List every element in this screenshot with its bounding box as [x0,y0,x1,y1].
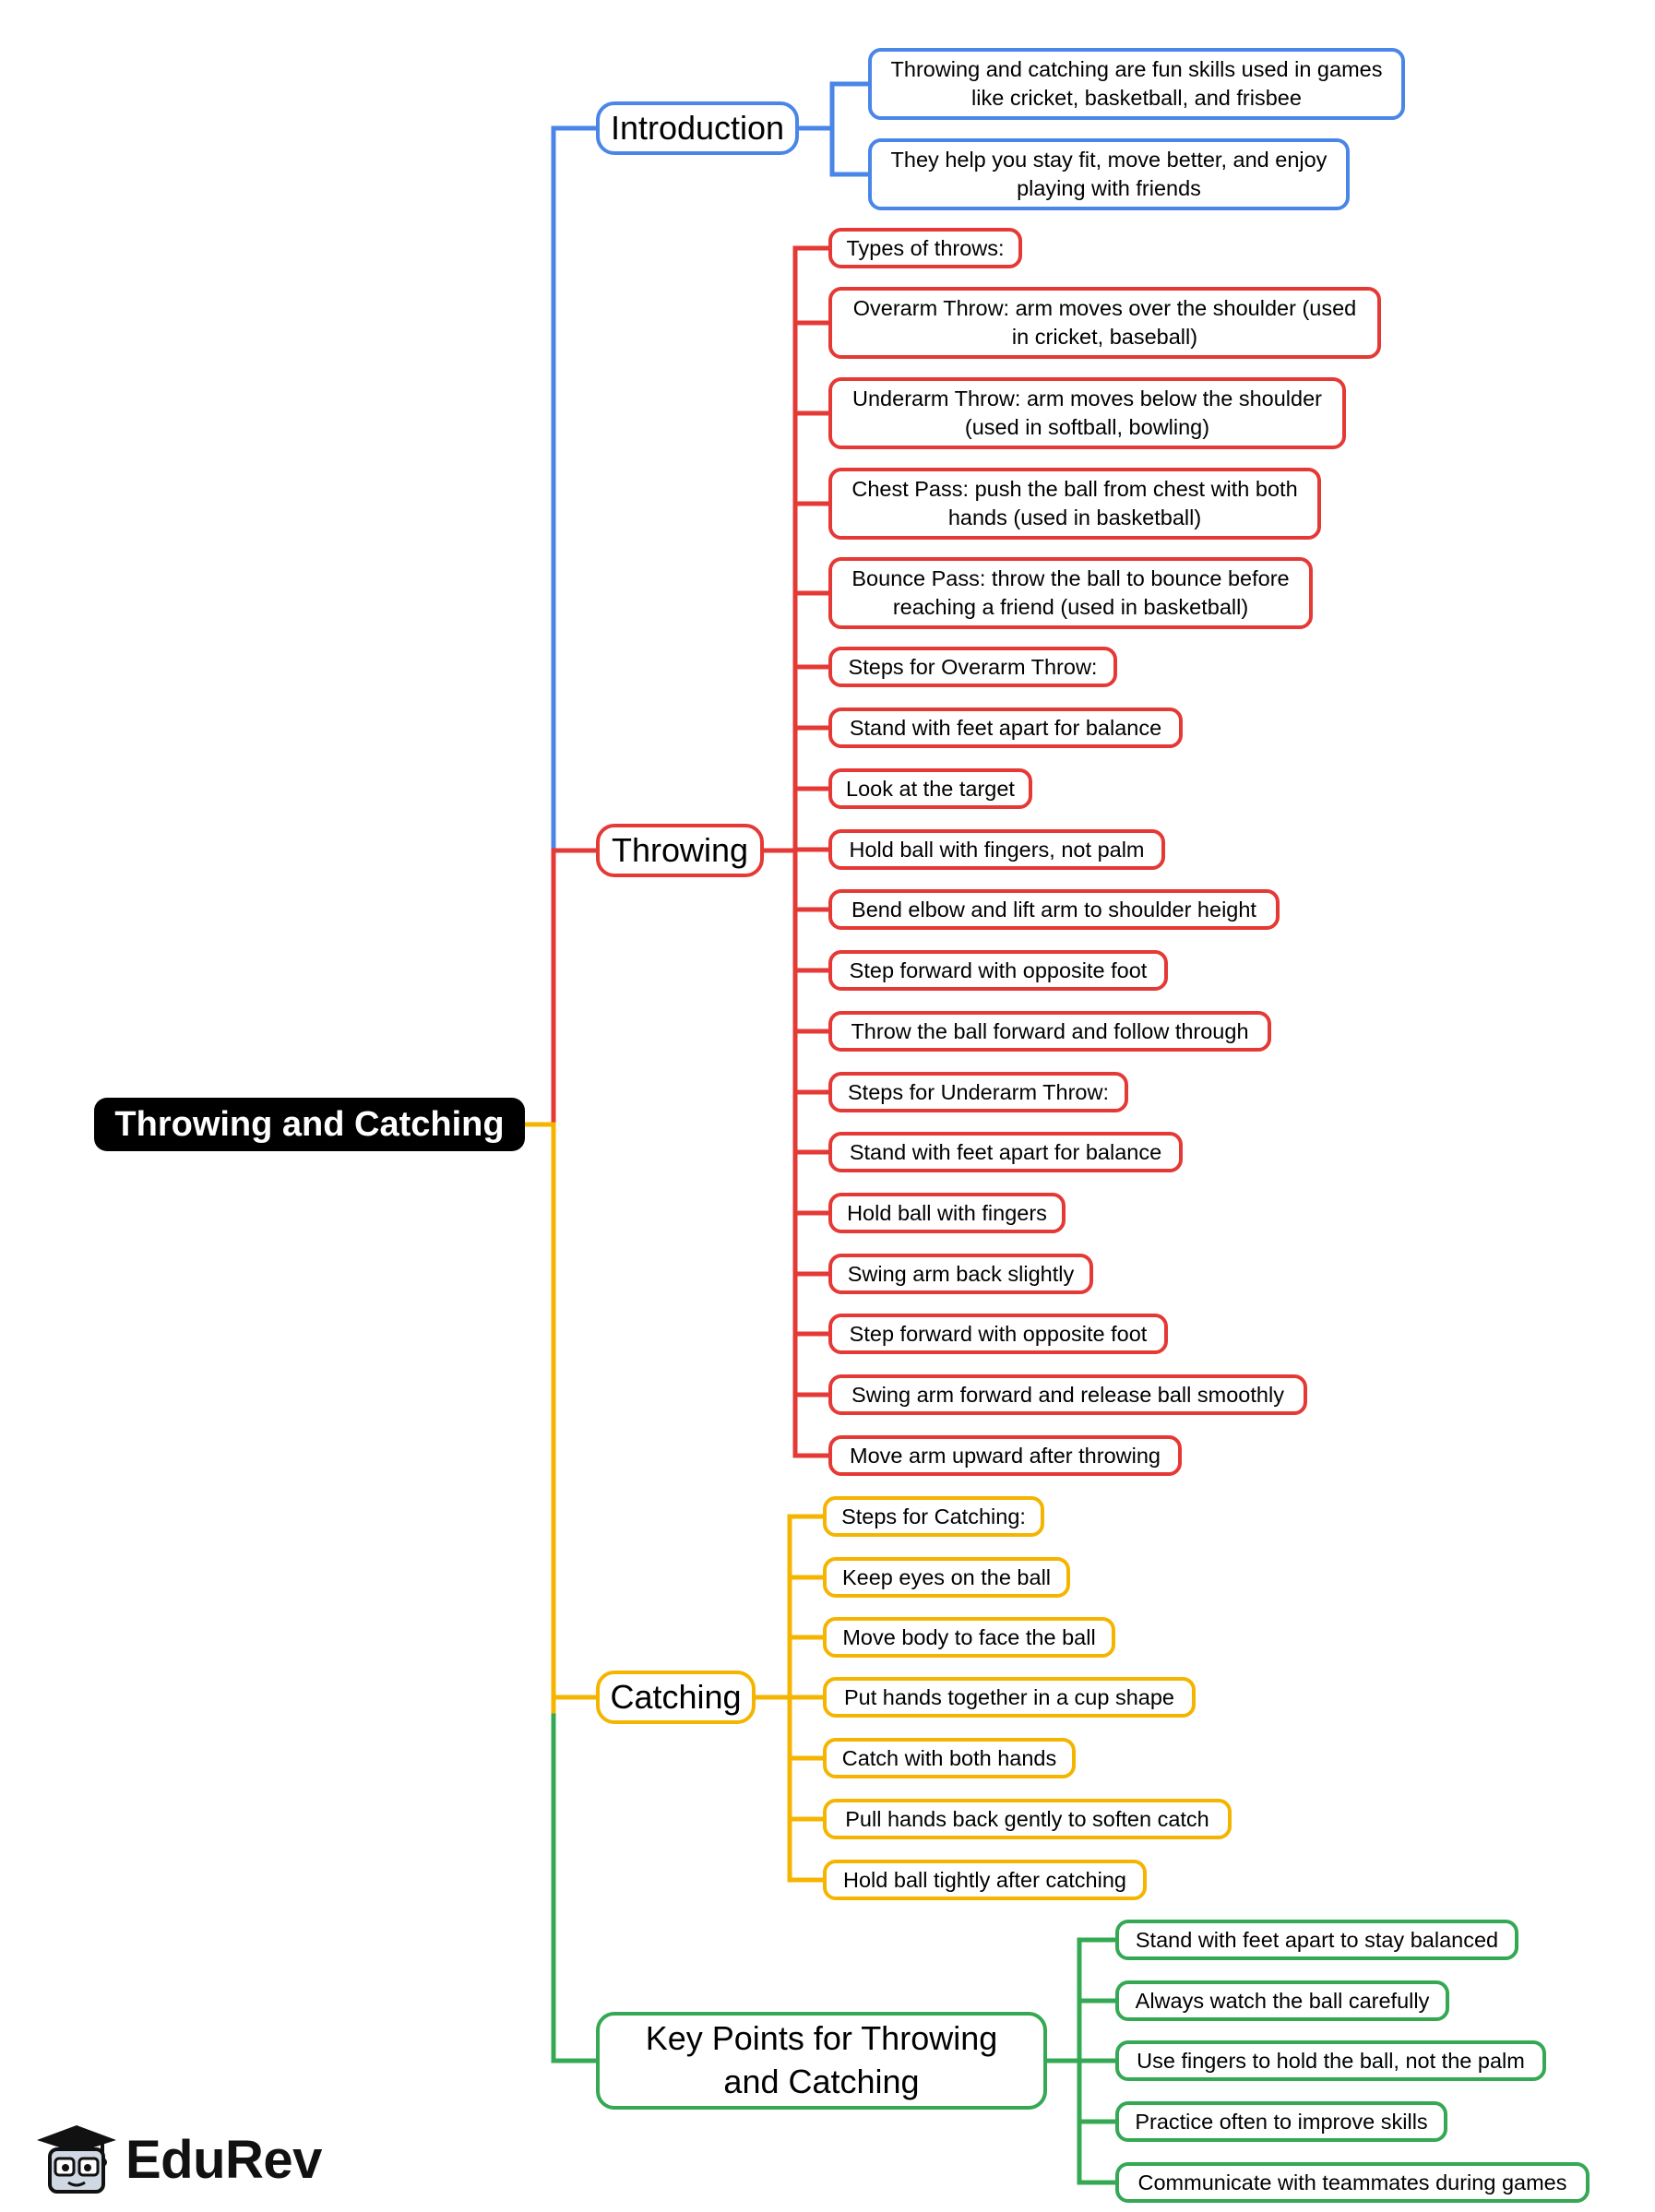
graduate-mascot-icon [37,2125,116,2194]
throwing-item: Steps for Underarm Throw: [828,1072,1128,1112]
throwing-item: Throw the ball forward and follow throug… [828,1011,1271,1052]
branch-throwing: Throwing [596,824,764,877]
throwing-item: Overarm Throw: arm moves over the should… [828,287,1381,359]
throwing-item: Hold ball with fingers, not palm [828,829,1165,870]
throwing-item: Bend elbow and lift arm to shoulder heig… [828,889,1280,930]
key-point-item: Stand with feet apart to stay balanced [1115,1920,1518,1960]
catching-item: Pull hands back gently to soften catch [823,1799,1232,1839]
branch-catching: Catching [596,1671,756,1724]
root-node: Throwing and Catching [94,1098,525,1151]
throwing-item: Stand with feet apart for balance [828,1132,1183,1172]
throwing-item: Bounce Pass: throw the ball to bounce be… [828,557,1313,629]
throwing-item: Chest Pass: push the ball from chest wit… [828,468,1321,540]
throwing-item: Underarm Throw: arm moves below the shou… [828,377,1346,449]
catching-item: Put hands together in a cup shape [823,1677,1196,1718]
throwing-item: Hold ball with fingers [828,1193,1066,1233]
intro-item: Throwing and catching are fun skills use… [868,48,1405,120]
logo-text: EduRev [125,2130,322,2190]
catching-item: Steps for Catching: [823,1496,1044,1537]
catching-item: Keep eyes on the ball [823,1557,1070,1598]
key-point-item: Use fingers to hold the ball, not the pa… [1115,2040,1546,2081]
edurev-logo: EduRev [35,2120,330,2195]
throwing-item: Types of throws: [828,228,1022,268]
throwing-item: Step forward with opposite foot [828,1314,1168,1354]
catching-item: Catch with both hands [823,1738,1076,1778]
throwing-item: Stand with feet apart for balance [828,708,1183,748]
catching-item: Hold ball tightly after catching [823,1860,1147,1900]
throwing-item: Look at the target [828,768,1032,809]
key-point-item: Practice often to improve skills [1115,2101,1447,2142]
throwing-item: Swing arm back slightly [828,1254,1093,1294]
throwing-item: Move arm upward after throwing [828,1435,1182,1476]
throwing-item: Swing arm forward and release ball smoot… [828,1374,1307,1415]
catching-item: Move body to face the ball [823,1617,1115,1658]
throwing-item: Step forward with opposite foot [828,950,1168,991]
intro-item: They help you stay fit, move better, and… [868,138,1350,210]
branch-introduction: Introduction [596,101,799,155]
branch-key-points: Key Points for Throwing and Catching [596,2012,1047,2110]
key-point-item: Always watch the ball carefully [1115,1980,1449,2021]
key-point-item: Communicate with teammates during games [1115,2162,1590,2203]
throwing-item: Steps for Overarm Throw: [828,647,1117,687]
